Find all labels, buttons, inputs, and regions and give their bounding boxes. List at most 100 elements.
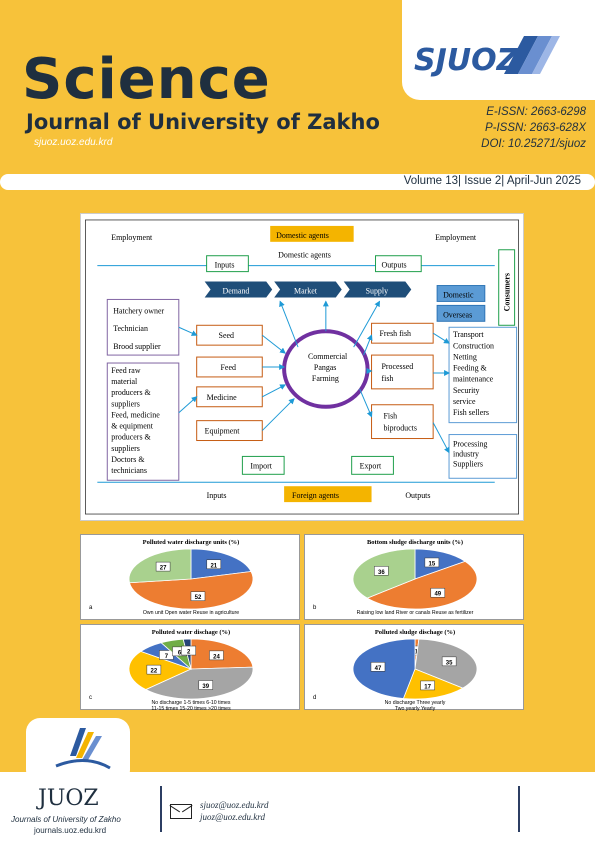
pie-data-label: 2 xyxy=(187,650,191,656)
center-text-line: Farming xyxy=(312,374,339,383)
email-juoz[interactable]: juoz@uoz.edu.krd xyxy=(200,812,265,822)
footer-divider-right xyxy=(518,786,520,832)
employment-left: Employment xyxy=(111,233,153,242)
pie-label-box xyxy=(206,559,222,570)
pie-label-box xyxy=(420,680,435,691)
pie-letter: c xyxy=(89,695,92,701)
processed-fish-line: fish xyxy=(381,374,393,383)
pie-label-box xyxy=(430,587,446,598)
seed: Seed xyxy=(219,331,234,340)
pie-data-label: 35 xyxy=(446,660,453,666)
services-line: Construction xyxy=(453,341,494,350)
identifiers: E-ISSN: 2663-6298 P-ISSN: 2663-628X DOI:… xyxy=(462,104,586,152)
feed-raw-line: Feed, medicine xyxy=(111,410,160,419)
pie-chart-a: Polluted water discharge units (%)215227… xyxy=(89,539,254,616)
domestic-agents: Domestic agents xyxy=(276,231,329,240)
feed-raw-line: producers & xyxy=(111,433,151,442)
pie-title: Polluted water dischage (%) xyxy=(152,629,230,636)
domestic: Domestic xyxy=(443,290,474,299)
brood-supplier: Brood supplier xyxy=(113,342,161,351)
pie-data-label: 17 xyxy=(424,684,431,690)
mail-icon xyxy=(170,804,192,819)
processing-line: industry xyxy=(453,449,479,458)
value-chain-figure: Employment Employment Domestic agents Do… xyxy=(80,213,524,521)
pie-data-label: 24 xyxy=(213,654,220,660)
logo-card xyxy=(402,0,595,100)
pie-title: Polluted water discharge units (%) xyxy=(143,539,240,546)
pie-label-box xyxy=(424,557,440,568)
pie-letter: d xyxy=(313,695,316,701)
processing-line: Processing xyxy=(453,439,487,448)
market: Market xyxy=(294,286,318,295)
outputs-box xyxy=(375,255,422,273)
emails: sjuoz@uoz.edu.krd juoz@uoz.edu.krd xyxy=(200,799,268,823)
pie-legend: Raising low land River or canals Reuse a… xyxy=(357,610,474,616)
pie-legend: No discharge Three yearly xyxy=(385,700,446,706)
juoz-url[interactable]: journals.uoz.edu.krd xyxy=(34,826,107,835)
outputs-bottom: Outputs xyxy=(405,491,430,500)
medicine: Medicine xyxy=(207,393,237,402)
foreign-agents: Foreign agents xyxy=(292,491,339,500)
issue-label: Volume 13| Issue 2| April-Jun 2025 xyxy=(403,175,581,187)
email-sjuoz[interactable]: sjuoz@uoz.edu.krd xyxy=(200,800,269,810)
services-line: Transport xyxy=(453,330,484,339)
feed-raw-line: suppliers xyxy=(111,444,140,453)
pie-legend: Own unit Open water Reuse in agriculture xyxy=(143,610,239,616)
demand: Demand xyxy=(223,286,250,295)
export: Export xyxy=(360,461,382,470)
footer-divider-left xyxy=(160,786,162,832)
pie-data-label: 27 xyxy=(160,566,167,572)
processed-fish-line: Processed xyxy=(381,362,413,371)
pie-data-label: 47 xyxy=(375,666,382,672)
pie-label-box xyxy=(374,566,389,576)
inputs-bottom: Inputs xyxy=(207,491,227,500)
eissn: E-ISSN: 2663-6298 xyxy=(486,106,586,118)
services-line: Security xyxy=(453,386,479,395)
pie-title: Bottom sludge discharge units (%) xyxy=(367,539,463,546)
pie-legend: Two yearly Yearly xyxy=(395,706,436,711)
hatchery-owner: Hatchery owner xyxy=(113,306,164,315)
fish-bi-line: biproducts xyxy=(383,424,417,433)
outputs-top: Outputs xyxy=(381,261,406,270)
feed-raw-line: suppliers xyxy=(111,399,140,408)
pie-letter: a xyxy=(89,605,93,611)
pie-data-label: 36 xyxy=(378,570,385,576)
inputs-top: Inputs xyxy=(215,261,235,270)
juoz-brand: JUOZ xyxy=(38,786,99,811)
processed-fish: Processed fish xyxy=(381,362,413,383)
feed-raw-line: producers & xyxy=(111,388,151,397)
juoz-logo-icon xyxy=(55,728,111,770)
pie-legend: 11-15 times 15-20 times >20 times xyxy=(151,706,231,711)
domestic-agents-box xyxy=(270,225,354,242)
pie-label-box xyxy=(370,662,386,672)
sjuoz-logo: SJUOZ xyxy=(414,36,560,78)
pie-title: Polluted sludge dischage (%) xyxy=(375,629,455,636)
pie-label-box xyxy=(190,591,206,601)
feed-raw-line: & equipment xyxy=(111,422,153,431)
site-url[interactable]: sjuoz.uoz.edu.krd xyxy=(34,137,113,148)
pie-data-label: 15 xyxy=(429,561,436,567)
pie-label-box xyxy=(209,650,224,661)
pie-data-label: 52 xyxy=(195,595,202,601)
services-line: Netting xyxy=(453,352,477,361)
services-line: service xyxy=(453,397,476,406)
feed-raw-line: material xyxy=(111,377,138,386)
pie-data-label: 7 xyxy=(165,654,169,660)
services-line: Feeding & xyxy=(453,364,488,373)
services-line: Fish sellers xyxy=(453,408,489,417)
consumers: Consumers xyxy=(503,273,512,311)
center-text-line: Pangas xyxy=(314,363,337,372)
doi[interactable]: DOI: 10.25271/sjuoz xyxy=(481,138,586,150)
supply: Supply xyxy=(366,286,389,295)
issue-bar: Volume 13| Issue 2| April-Jun 2025 xyxy=(0,174,595,190)
